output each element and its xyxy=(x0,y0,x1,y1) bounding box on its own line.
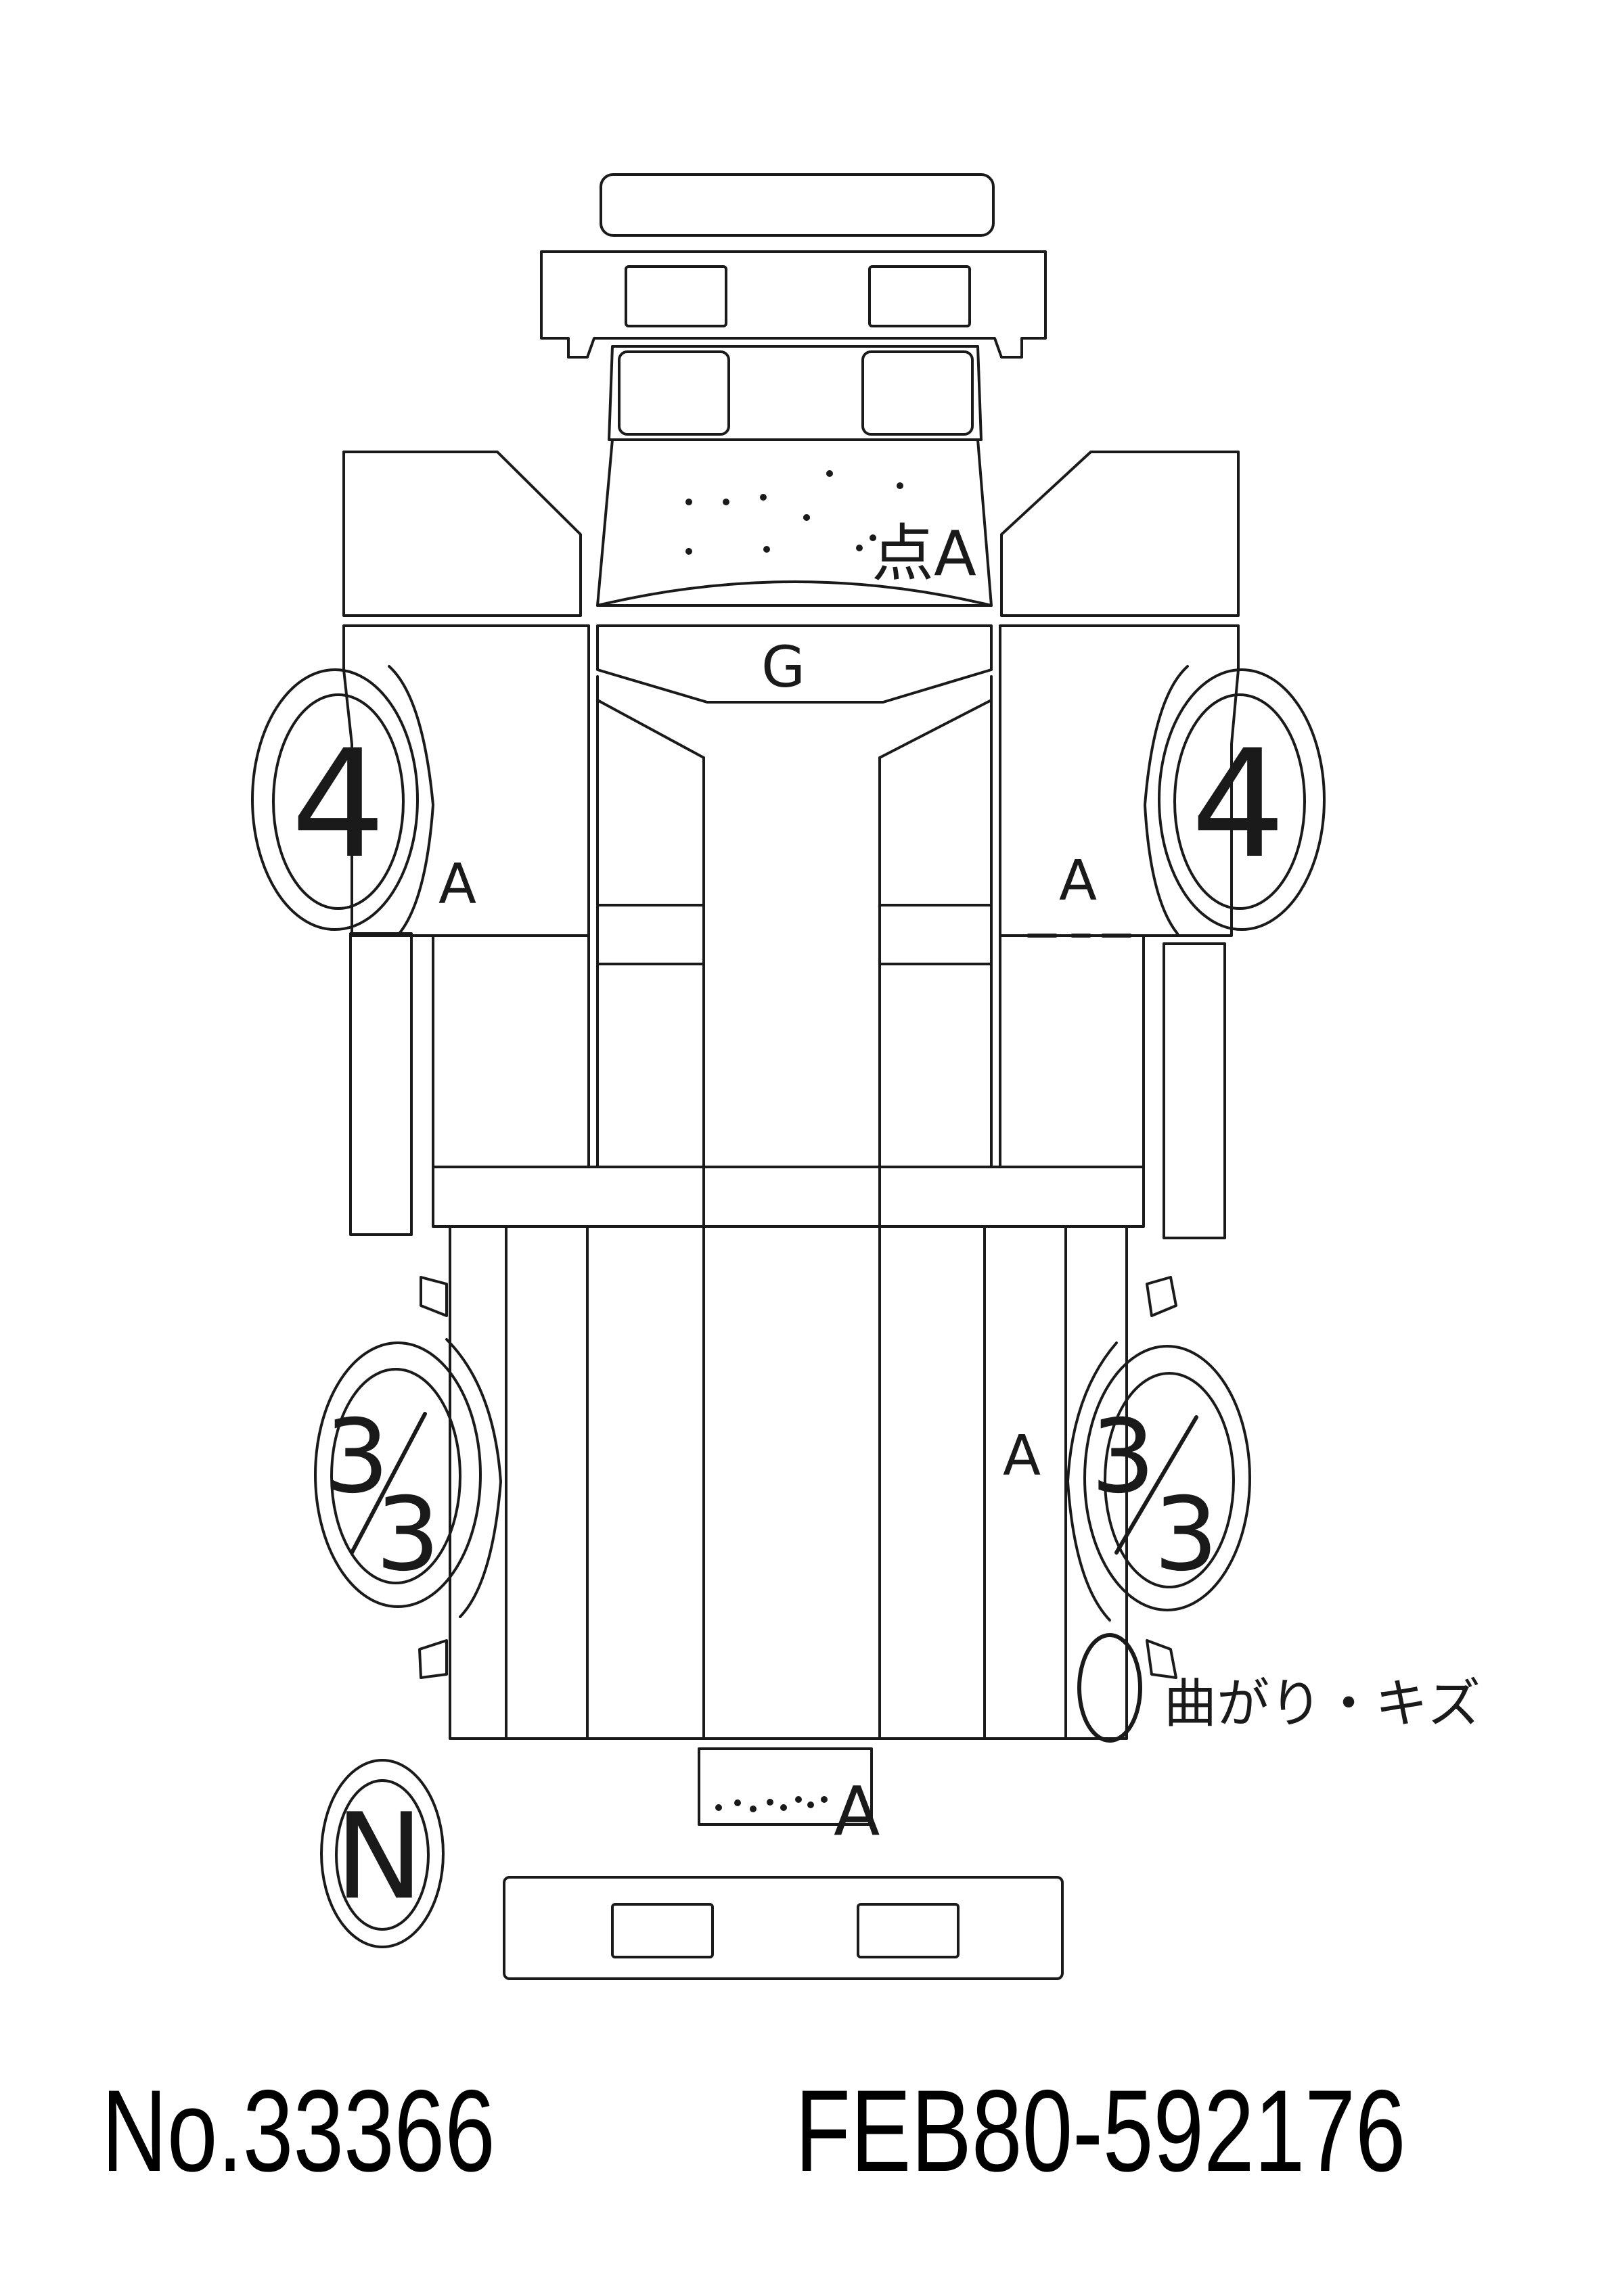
left-rear-tire-bottom: 3 xyxy=(376,1476,440,1594)
right-mudflap-top xyxy=(1146,1276,1177,1317)
front-bumper xyxy=(540,250,1047,359)
right-rear-tire xyxy=(1066,1341,1251,1622)
left-mirror-panel xyxy=(342,451,582,617)
left-mudflap-bottom xyxy=(418,1639,448,1679)
right-cab-mark: A xyxy=(1059,849,1097,913)
front-bumper-top xyxy=(600,173,995,237)
cab-back-rail-divisions xyxy=(702,1166,881,1228)
right-rear-tire-bottom: 3 xyxy=(1154,1476,1218,1594)
chassis-number: FEB80-592176 xyxy=(795,2066,1406,2196)
hood-lower-edge xyxy=(596,580,993,607)
spare-tire-mark: N xyxy=(335,1789,424,1926)
right-step xyxy=(1163,942,1226,1239)
right-mirror-panel xyxy=(1000,451,1240,617)
tailgate-mark: A xyxy=(834,1772,880,1851)
right-door xyxy=(999,624,1240,1168)
right-rear-tire-top: 3 xyxy=(1091,1398,1155,1516)
left-front-tire xyxy=(251,665,434,935)
spare-tire xyxy=(320,1759,445,1948)
hood-dent-dots xyxy=(685,470,903,555)
left-front-tire-grade: 4 xyxy=(291,718,386,891)
right-rear-tire-slash xyxy=(1114,1415,1198,1555)
right-front-tire-grade: 4 xyxy=(1191,718,1286,891)
left-mudflap-top xyxy=(420,1276,448,1317)
bend-scratch-circle xyxy=(1077,1633,1142,1743)
cab-crossmember xyxy=(596,904,993,965)
cab-center xyxy=(596,675,993,1168)
grille-panel xyxy=(596,624,993,704)
bend-scratch-note: 曲がり・キズ xyxy=(1164,1674,1481,1735)
left-rear-tire-top: 3 xyxy=(325,1398,389,1516)
rear-lamp-left xyxy=(611,1903,714,1958)
left-rear-tire xyxy=(314,1338,502,1618)
left-rear-tire-slash xyxy=(350,1412,427,1555)
front-headlight-right xyxy=(868,265,971,327)
cab-back-rail xyxy=(432,1166,1145,1228)
left-cab-mark: A xyxy=(438,852,476,917)
rear-bumper xyxy=(503,1876,1064,1980)
cab-lamp-left xyxy=(618,350,730,436)
right-front-tire xyxy=(1144,665,1326,935)
cargo-bed xyxy=(449,1225,1128,1740)
front-headlight-left xyxy=(625,265,727,327)
rear-lamp-right xyxy=(857,1903,960,1958)
cab-front-frame xyxy=(608,345,983,441)
hood-mark: 点A xyxy=(872,518,976,590)
tailgate-dent-dots xyxy=(715,1796,828,1812)
right-mudflap-bottom xyxy=(1146,1639,1177,1679)
vehicle-number: No.33366 xyxy=(102,2066,495,2196)
right-body-mark: A xyxy=(1003,1424,1041,1488)
grille-mark: G xyxy=(761,634,805,700)
license-plate xyxy=(698,1747,873,1826)
left-step xyxy=(349,932,413,1236)
cargo-bed-slats xyxy=(505,1225,1067,1740)
cab-lamp-right xyxy=(861,350,974,436)
